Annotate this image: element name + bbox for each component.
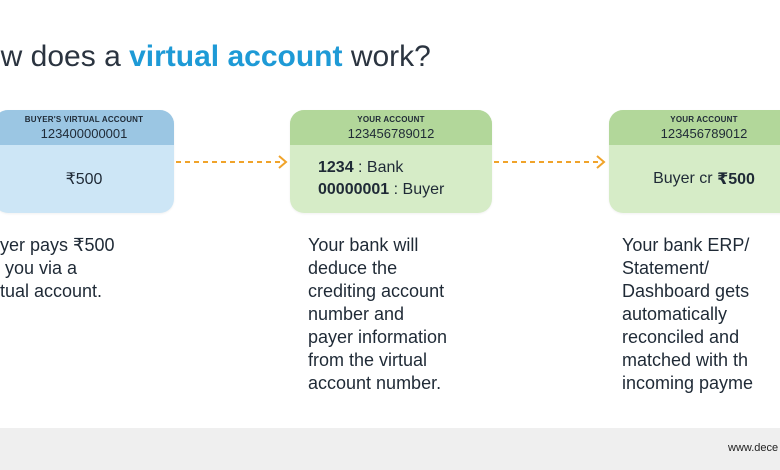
dashed-arrow-icon xyxy=(176,155,288,169)
amount: ₹500 xyxy=(65,171,103,188)
step-2-description: Your bank will deduce the crediting acco… xyxy=(308,235,448,393)
credit-amount: ₹500 xyxy=(717,171,755,188)
account-number: 123456789012 xyxy=(660,125,748,141)
title-prefix: ow does a xyxy=(0,40,121,73)
card-header: YOUR ACCOUNT 123456789012 xyxy=(290,110,492,145)
credit-text: Buyer cr xyxy=(653,170,713,187)
dashed-arrow-icon xyxy=(494,155,606,169)
footer-bar xyxy=(0,428,780,470)
card-body: 1234 : Bank 00000001 : Buyer xyxy=(290,145,492,213)
step-1-description: uyer pays ₹500 o you via a irtual accoun… xyxy=(0,235,115,301)
step-3-description: Your bank ERP/ Statement/ Dashboard gets… xyxy=(622,235,754,393)
card-label: YOUR ACCOUNT xyxy=(670,114,738,124)
title-highlight: virtual account xyxy=(129,40,343,73)
card-label: BUYER'S VIRTUAL ACCOUNT xyxy=(24,114,144,124)
account-number: 123400000001 xyxy=(40,125,128,141)
page-title: ow does a virtual account work? xyxy=(0,40,431,74)
card-header: BUYER'S VIRTUAL ACCOUNT 123400000001 xyxy=(0,110,174,145)
buyer-code-line: 00000001 : Buyer xyxy=(318,181,445,198)
card-body: ₹500 xyxy=(0,145,174,213)
card-label: YOUR ACCOUNT xyxy=(357,114,425,124)
bank-code-line: 1234 : Bank xyxy=(318,159,404,176)
reconciled-account-card: YOUR ACCOUNT 123456789012 Buyer cr ₹500 xyxy=(609,110,780,213)
title-suffix: work? xyxy=(342,40,431,73)
footer-url: www.dece xyxy=(728,442,779,454)
your-account-card: YOUR ACCOUNT 123456789012 1234 : Bank 00… xyxy=(290,110,492,213)
card-header: YOUR ACCOUNT 123456789012 xyxy=(609,110,780,145)
buyer-virtual-account-card: BUYER'S VIRTUAL ACCOUNT 123400000001 ₹50… xyxy=(0,110,174,213)
card-body: Buyer cr ₹500 xyxy=(609,145,780,213)
account-number: 123456789012 xyxy=(347,125,435,141)
